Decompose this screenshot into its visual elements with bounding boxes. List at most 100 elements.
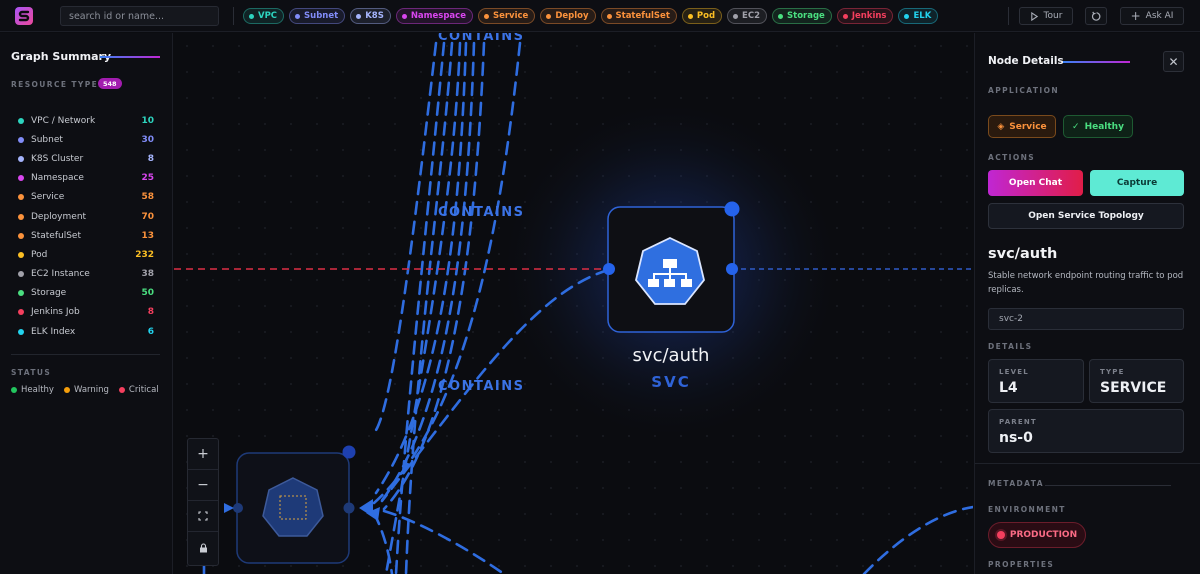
- chip-dot-icon: [606, 13, 612, 19]
- summary-title: Graph Summary: [11, 50, 112, 63]
- toolbar-divider: [233, 7, 234, 25]
- diamond-icon: ◈: [997, 121, 1005, 132]
- environment-label: ENVIRONMENT: [988, 505, 1066, 514]
- resource-type-label: K8S Cluster: [31, 153, 84, 164]
- actions-label: ACTIONS: [988, 153, 1036, 162]
- resource-dot-icon: [18, 213, 24, 220]
- resource-type-count: 25: [141, 173, 154, 184]
- edge: [382, 509, 506, 574]
- contains-edges: [202, 41, 973, 574]
- open-chat-button[interactable]: Open Chat: [988, 170, 1083, 196]
- chip-dot-icon: [842, 13, 848, 19]
- filter-chip-jenkins[interactable]: Jenkins: [836, 8, 894, 24]
- edge: [372, 41, 522, 505]
- chip-label: ELK: [913, 11, 932, 21]
- plus-icon: +: [1130, 9, 1141, 23]
- resource-type-item[interactable]: Service 58: [11, 188, 154, 207]
- filter-chip-pod[interactable]: Pod: [681, 8, 723, 24]
- filter-chip-subnet[interactable]: Subnet: [289, 8, 346, 24]
- resource-type-count: 38: [141, 269, 154, 280]
- environment-value: PRODUCTION: [1009, 530, 1078, 540]
- filter-chip-statefulset[interactable]: StatefulSet: [600, 8, 677, 24]
- resource-type-label: VPC / Network: [31, 115, 96, 126]
- node-port-left[interactable]: [603, 263, 615, 275]
- lock-icon: [199, 542, 207, 552]
- reset-icon: [1091, 11, 1100, 21]
- plus-icon: +: [197, 446, 209, 462]
- node-handle[interactable]: [724, 201, 740, 217]
- filter-chip-service[interactable]: Service: [477, 8, 536, 24]
- filter-chip-namespace[interactable]: Namespace: [395, 8, 473, 24]
- resource-type-count: 58: [141, 192, 154, 203]
- selected-node-kind: SVC: [651, 373, 691, 391]
- status-legend-item: Healthy: [11, 385, 54, 395]
- resource-dot-icon: [18, 309, 24, 316]
- node-name: svc/auth: [988, 246, 1058, 262]
- tour-button[interactable]: Tour: [1019, 7, 1073, 25]
- resource-type-label: EC2 Instance: [31, 269, 90, 280]
- capture-button[interactable]: Capture: [1090, 170, 1184, 196]
- namespace-glyph: [279, 495, 307, 520]
- filter-chip-storage[interactable]: Storage: [772, 8, 832, 24]
- chip-dot-icon: [733, 13, 739, 19]
- filter-chip-vpc[interactable]: VPC: [243, 8, 285, 24]
- zoom-out-button[interactable]: −: [188, 470, 218, 501]
- resource-type-label: Service: [31, 192, 65, 203]
- node-id-field[interactable]: svc-2: [988, 308, 1184, 330]
- resource-type-item[interactable]: EC2 Instance 38: [11, 265, 154, 284]
- lock-button[interactable]: [188, 532, 218, 563]
- node-port-left[interactable]: [233, 503, 243, 513]
- chip-label: Namespace: [410, 11, 466, 21]
- edge: [862, 505, 973, 574]
- edge-label: CONTAINS: [438, 33, 525, 44]
- parent-key: PARENT: [999, 418, 1037, 426]
- chip-label: K8S: [365, 11, 384, 21]
- resource-dot-icon: [18, 328, 24, 335]
- edge: [380, 268, 610, 503]
- close-button[interactable]: ✕: [1163, 51, 1184, 72]
- graph-canvas[interactable]: CONTAINS CONTAINS CONTAINS svc/auth SVC: [174, 33, 973, 574]
- section-divider: [11, 354, 160, 355]
- filter-chip-ec2[interactable]: EC2: [727, 8, 768, 24]
- reset-button[interactable]: [1085, 7, 1107, 25]
- type-value: SERVICE: [1100, 380, 1167, 396]
- parent-value: ns-0: [999, 430, 1033, 446]
- chip-label: Service: [492, 11, 529, 21]
- ask-ai-button[interactable]: + Ask AI: [1120, 7, 1184, 25]
- node-handle[interactable]: [342, 445, 356, 459]
- status-label-text: Warning: [73, 385, 109, 395]
- chip-dot-icon: [687, 13, 693, 19]
- zoom-controls: + −: [187, 438, 219, 566]
- search-input[interactable]: [60, 6, 219, 26]
- service-pill-label: Service: [1009, 121, 1047, 132]
- filter-chip-deploy[interactable]: Deploy: [540, 8, 596, 24]
- node-port-right[interactable]: [343, 502, 355, 514]
- filter-chip-elk[interactable]: ELK: [898, 8, 939, 24]
- health-pill: ✓ Healthy: [1063, 115, 1133, 138]
- filter-chip-k8s[interactable]: K8S: [350, 8, 391, 24]
- fit-view-button[interactable]: [188, 501, 218, 532]
- app-logo-icon[interactable]: [14, 6, 34, 26]
- chip-dot-icon: [904, 13, 910, 19]
- zoom-in-button[interactable]: +: [188, 439, 218, 470]
- resource-type-count: 70: [141, 211, 154, 222]
- node-port-right[interactable]: [726, 263, 738, 275]
- parent-card: PARENT ns-0: [988, 409, 1184, 453]
- chip-dot-icon: [778, 13, 784, 19]
- resource-type-count: 8: [147, 307, 154, 318]
- resource-dot-icon: [18, 194, 24, 201]
- resource-dot-icon: [18, 271, 24, 278]
- open-service-topology-button[interactable]: Open Service Topology: [988, 203, 1184, 229]
- resource-type-label: ELK Index: [31, 326, 76, 337]
